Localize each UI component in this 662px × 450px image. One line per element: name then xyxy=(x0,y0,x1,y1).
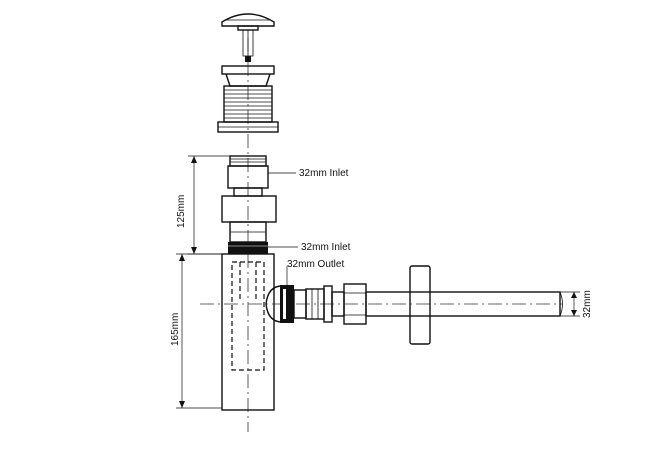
outlet-arm xyxy=(265,283,367,325)
label-outlet: 32mm Outlet xyxy=(287,259,344,270)
popup-plug-cap xyxy=(221,13,275,62)
dimension-32mm-label: 32mm xyxy=(582,290,593,318)
trap-bottle xyxy=(221,253,275,411)
dimension-165mm xyxy=(176,253,222,409)
dimension-125mm-label: 125mm xyxy=(176,195,187,228)
outlet-pipe xyxy=(365,291,563,317)
lower-inlet-fitting xyxy=(228,221,268,254)
dimension-125mm xyxy=(188,155,230,255)
waste-body xyxy=(217,65,279,133)
compression-nut xyxy=(221,195,277,223)
dimension-165mm-label: 165mm xyxy=(170,313,181,346)
label-inlet-upper: 32mm Inlet xyxy=(299,168,349,179)
label-inlet-lower: 32mm Inlet xyxy=(301,242,351,253)
dimension-32mm xyxy=(560,291,580,317)
wall-flange xyxy=(409,265,431,345)
